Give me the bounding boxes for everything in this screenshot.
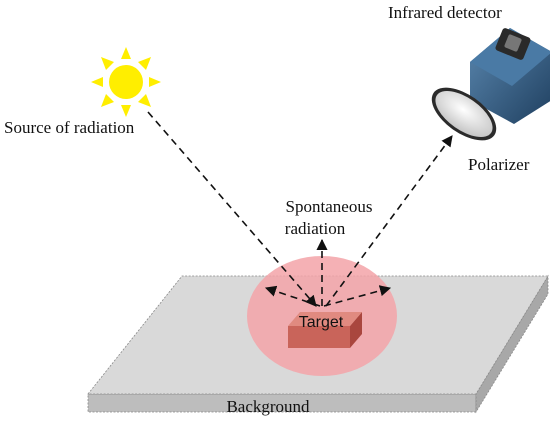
detector-lens-detail <box>504 34 522 52</box>
polarizer-lens-icon <box>431 87 497 141</box>
target-side-face <box>350 312 362 348</box>
target-top-face <box>288 312 362 326</box>
background-label: Background <box>226 397 310 416</box>
detector-label: Infrared detector <box>388 3 502 22</box>
spontaneous-label-line1: Spontaneous <box>286 197 373 216</box>
sun-icon <box>91 47 161 117</box>
detector-face <box>470 28 550 86</box>
target-label: Target <box>299 314 344 331</box>
plate-side-face <box>475 274 549 414</box>
camera-detector-icon <box>470 28 550 124</box>
source-label: Source of radiation <box>4 118 135 137</box>
target-front-face <box>288 326 350 348</box>
spontaneous-label-line2: radiation <box>285 219 346 238</box>
polarizer-label: Polarizer <box>468 155 530 174</box>
cube-target-icon <box>288 312 362 348</box>
spontaneous-ray-left <box>264 285 321 307</box>
incident-ray <box>147 111 317 307</box>
radiation-paths <box>147 111 453 307</box>
